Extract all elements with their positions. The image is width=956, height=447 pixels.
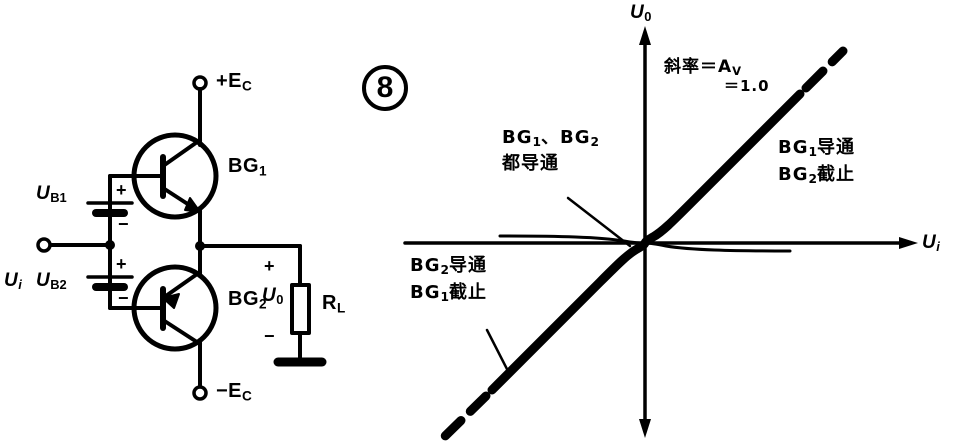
output-plus-sign: +	[264, 256, 276, 276]
graph-slope-note: 斜率＝AV ＝1.0	[664, 57, 770, 95]
supply-negative-terminal	[192, 385, 208, 401]
battery-ub2-minus-sign: −	[118, 288, 130, 308]
leader-line-slope-note	[788, 92, 802, 106]
transistor-bg2-emitter-lead	[161, 270, 202, 300]
figure-number-badge: 8	[362, 65, 408, 111]
graph-annotation-bg2-on-bg1-off: BG2导通 BG1截止	[410, 255, 488, 304]
graph-annotation-bg2-on-bg1-off-line2: BG1截止	[410, 281, 488, 304]
transistor-bg1-label: BG1	[228, 155, 267, 179]
battery-ub1-plus-sign: +	[116, 180, 128, 200]
battery-ub2-plus-sign: +	[116, 254, 128, 274]
transistor-bg2-collector-lead	[161, 318, 202, 346]
graph-curve-dash-upper	[801, 46, 848, 93]
graph-annotation-both-conducting-line2: 都导通	[502, 152, 559, 174]
bias-ub2-label: UB2	[36, 270, 67, 293]
transistor-bg1-emitter-arrow	[184, 197, 201, 213]
output-minus-sign: −	[264, 326, 276, 346]
leader-line-both-on	[566, 196, 632, 248]
graph-slope-note-line1: 斜率＝AV	[664, 57, 742, 78]
transistor-bg2-emitter-arrow	[162, 293, 180, 309]
graph-slope-note-line2: ＝1.0	[724, 76, 770, 95]
load-resistor-body	[290, 283, 311, 335]
graph-annotation-both-conducting: BG1、BG2 都导通	[502, 127, 600, 174]
graph-x-axis-label: Ui	[922, 232, 940, 255]
leader-line-bg2-on	[485, 328, 510, 373]
load-label: RL	[322, 292, 346, 316]
graph-annotation-bg1-on-bg2-off-line2: BG2截止	[778, 163, 856, 186]
graph-annotation-bg2-on-bg1-off-line1: BG2导通	[410, 255, 488, 278]
graph-curve-dash-lower	[435, 391, 491, 446]
supply-negative-label: −EC	[216, 380, 252, 404]
graph-x-axis-arrow	[899, 237, 918, 249]
input-terminal	[36, 237, 52, 253]
graph-y-axis-label: U0	[630, 2, 652, 25]
input-label: Ui	[4, 270, 22, 293]
battery-ub1-minus-sign: −	[118, 214, 130, 234]
graph-deadzone-upper-tail	[498, 234, 647, 245]
graph-annotation-bg1-on-bg2-off-line1: BG1导通	[778, 137, 856, 160]
graph-y-axis-arrow-bottom	[639, 419, 651, 438]
graph-deadzone-lower-tail	[643, 241, 792, 253]
graph-y-axis-arrow	[639, 26, 651, 45]
figure-number-text: 8	[376, 71, 394, 104]
graph-annotation-bg1-on-bg2-off: BG1导通 BG2截止	[778, 137, 856, 186]
transistor-bg1-collector-lead	[161, 138, 202, 168]
transistor-bg2-label: BG2	[228, 288, 267, 312]
output-label: U0	[262, 285, 284, 308]
bias-ub1-label: UB1	[36, 183, 67, 206]
supply-positive-label: +EC	[216, 70, 252, 94]
graph-annotation-both-conducting-line1: BG1、BG2	[502, 127, 600, 150]
